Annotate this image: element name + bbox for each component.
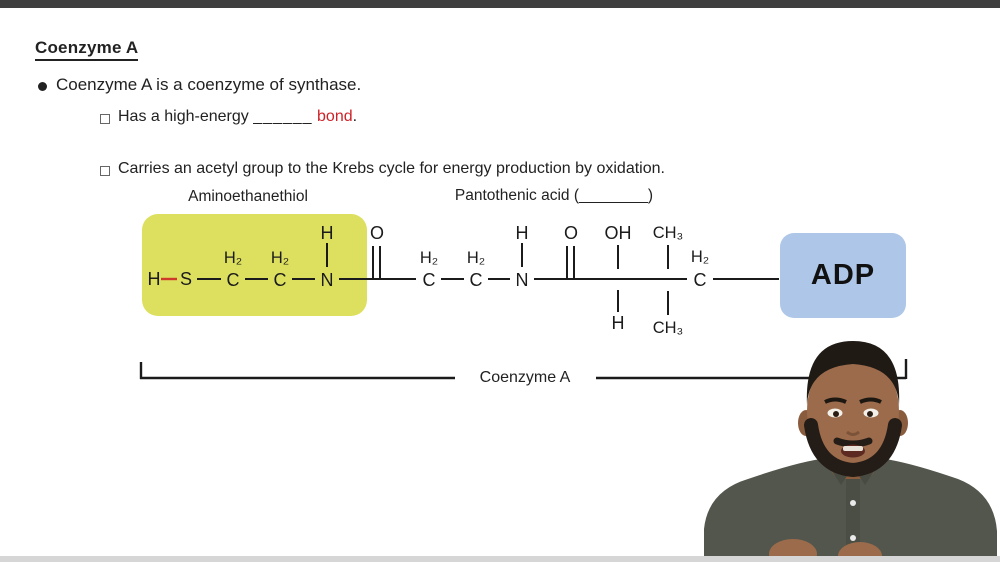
hair [806,341,900,405]
atom-label: H₂ [466,248,486,267]
label-pantothenic-acid: Pantothenic acid (________) [454,187,654,204]
atom-label: O [369,223,385,243]
beard [804,418,902,478]
bullet-dot-icon [38,82,47,91]
atom-label: N [320,270,334,290]
checkbox-icon [100,114,110,124]
atom-label: CH₃ [652,318,684,337]
eyebrow [824,397,847,404]
atom-label: CH₃ [652,223,684,242]
label-aminoethanethiol: Aminoethanethiol [188,188,308,205]
iris [833,411,839,417]
aminoethanethiol-highlight [142,214,367,316]
sub1-blank: ______ [253,108,313,125]
atom-label: OH [604,223,632,243]
atom-label: H [147,269,161,289]
bracket-label: Coenzyme A [479,369,571,386]
adp-label: ADP [810,259,876,291]
presenter-webcam-figure [704,341,997,562]
sub1-red-word: bond [312,108,353,125]
atom-label: O [563,223,579,243]
atom-label: H₂ [270,248,290,267]
adp-box: ADP [780,233,906,318]
checkbox-icon [100,166,110,176]
atom-label: C [469,270,483,290]
atom-label: H₂ [690,247,710,266]
top-letterbox-bar [0,0,1000,8]
atom-label: C [273,270,287,290]
bullet-sub1: Has a high-energy ______ bond. [118,108,357,126]
atom-label: H [611,313,625,333]
atom-label: H [515,223,529,243]
bullet-sub2: Carries an acetyl group to the Krebs cyc… [118,160,665,177]
atom-label: H₂ [223,248,243,267]
page-title: Coenzyme A [35,38,139,61]
bullet-main: Coenzyme A is a coenzyme of synthase. [56,75,362,94]
teeth [843,446,863,451]
iris [867,411,873,417]
atom-label: H [320,223,334,243]
nose [846,430,860,436]
atom-label: H₂ [419,248,439,267]
shirt-button [850,500,856,506]
atom-label: S [179,269,193,289]
face [807,351,899,471]
mustache [833,437,873,448]
sub1-period: . [352,108,358,125]
atom-label: C [226,270,240,290]
bottom-letterbox-bar [0,556,1000,562]
atom-label: N [515,270,529,290]
atom-label: C [693,270,707,290]
atom-label: C [422,270,436,290]
placket [846,479,860,562]
eyebrow [859,397,882,404]
sub1-text: Has a high-energy [118,108,254,125]
shirt-button [850,535,856,541]
